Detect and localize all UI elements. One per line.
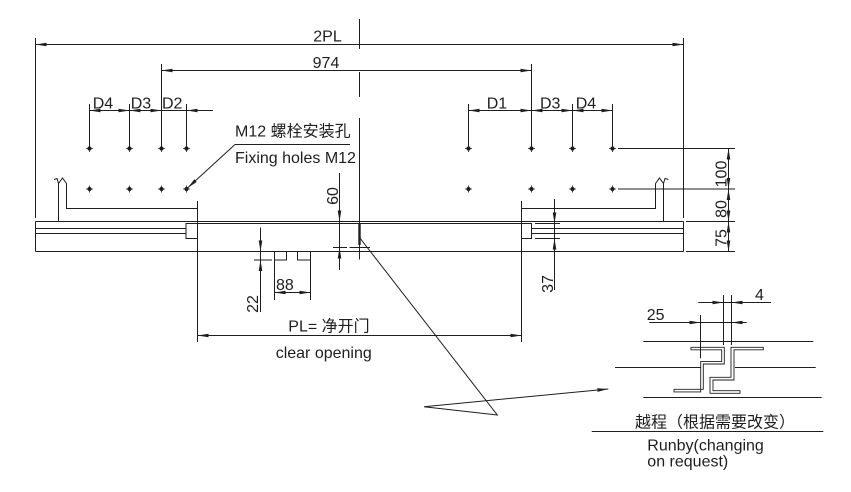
- dimension-gap: 4: [698, 287, 771, 345]
- dimension-rail-offset: 60: [325, 173, 370, 270]
- dimension-label-75: 75: [714, 229, 731, 247]
- detail-caption-cn: 越程（根据需要改变）: [635, 414, 795, 432]
- plate-outline: [521, 183, 656, 209]
- dimension-label-gap: 4: [755, 287, 764, 304]
- clear-opening-label-en: clear opening: [276, 345, 372, 362]
- detail-view: 4 25 越程（根据需要改变） Runby(changing on reques…: [591, 287, 824, 471]
- callout-label-en: Fixing holes M12: [235, 150, 356, 167]
- detail-leader: [359, 237, 609, 416]
- hanger-plate-left: [53, 177, 198, 222]
- mounting-hole: [465, 185, 472, 193]
- dimension-label-rail-offset: 60: [325, 187, 342, 205]
- dimension-right-hole-spacing: D1 D3 D4: [468, 96, 613, 149]
- dimension-bolt-hole-span: 974: [161, 55, 532, 149]
- dimension-slot-depth: 22: [245, 227, 272, 313]
- mounting-hole: [569, 145, 576, 152]
- mounting-hole: [86, 185, 93, 193]
- dimension-slot-span: 88: [274, 260, 311, 300]
- panel-profile-right: [709, 346, 764, 394]
- dimension-label-d1-right: D1: [487, 96, 508, 113]
- dimension-label-bolt-hole-span: 974: [313, 55, 340, 72]
- dimension-clear-opening: PL= 净开门 clear opening: [197, 201, 522, 362]
- roller-block-right: [521, 223, 532, 239]
- dimension-label-80: 80: [714, 200, 731, 218]
- detail-caption: 越程（根据需要改变） Runby(changing on request): [591, 414, 824, 471]
- clear-opening-label-cn: PL= 净开门: [288, 318, 369, 336]
- mounting-hole: [183, 145, 190, 152]
- dimension-label-slot-depth: 22: [245, 295, 262, 313]
- detail-caption-en-line-1: Runby(changing: [647, 438, 764, 455]
- callout-leader: [187, 144, 236, 189]
- dimension-label-overlap: 25: [647, 307, 665, 324]
- mounting-hole: [528, 145, 535, 152]
- callout-label-cn: M12 螺栓安装孔: [235, 123, 351, 141]
- dimension-label-d4-right: D4: [576, 96, 597, 113]
- plate-outline: [66, 183, 198, 209]
- mounting-hole: [609, 145, 616, 152]
- dimension-label-slot-span: 88: [276, 277, 294, 294]
- dimension-left-hole-spacing: D4 D3 D2: [89, 96, 213, 149]
- guide-rail: [35, 221, 684, 261]
- break-line: [53, 177, 67, 185]
- mounting-hole: [158, 145, 165, 152]
- mounting-hole: [158, 185, 165, 193]
- mounting-hole: [126, 185, 133, 193]
- dimension-label-guide-height: 37: [540, 275, 557, 293]
- dimension-label-d4-left: D4: [93, 96, 114, 113]
- roller-block-left: [185, 223, 198, 239]
- slot-right: [297, 251, 311, 261]
- dimension-label-d2-left: D2: [162, 96, 183, 113]
- mounting-hole: [126, 145, 133, 152]
- mounting-hole: [86, 145, 93, 152]
- mounting-hole: [183, 185, 190, 193]
- break-line: [655, 177, 669, 185]
- mounting-hole: [528, 185, 535, 193]
- mounting-hole: [569, 185, 576, 193]
- dimension-overlap: 25: [647, 307, 747, 359]
- panel-profile-left: [673, 346, 725, 393]
- dimension-label-overall-width: 2PL: [313, 29, 342, 46]
- detail-caption-en-line-2: on request): [647, 454, 728, 471]
- dimension-vertical-stack: 100 80 75: [618, 148, 735, 252]
- dimension-label-d3-right: D3: [540, 96, 561, 113]
- dimension-guide-height: 37: [535, 199, 560, 293]
- mounting-holes: [86, 145, 616, 193]
- callout-fixing-holes: M12 螺栓安装孔 Fixing holes M12: [187, 123, 356, 189]
- dimension-label-100: 100: [714, 161, 731, 188]
- mounting-hole: [465, 145, 472, 152]
- hanger-plate-right: [521, 177, 669, 222]
- dimension-label-d3-left: D3: [131, 96, 152, 113]
- slot-left: [274, 251, 287, 261]
- mounting-hole: [609, 185, 616, 193]
